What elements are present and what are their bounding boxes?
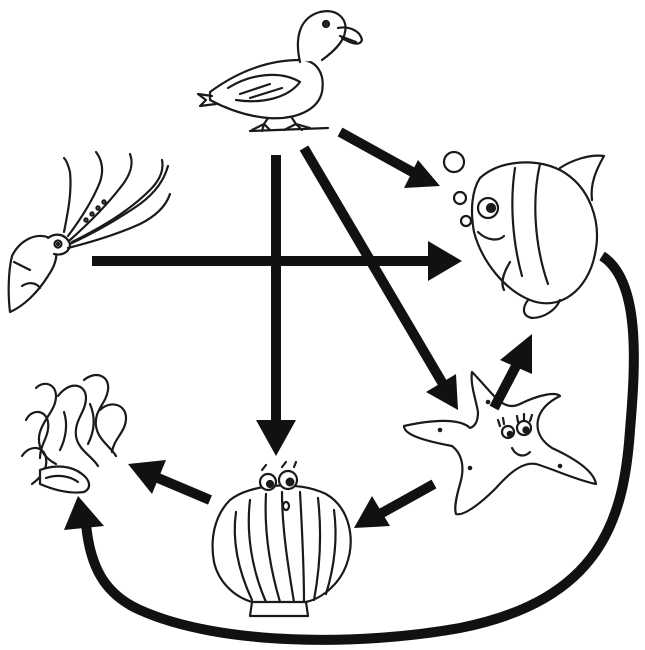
scallop-icon <box>213 462 351 616</box>
seaweed-icon <box>22 375 126 492</box>
arrow-seagull-to-fish <box>340 132 440 188</box>
arrow-seagull-to-scallop <box>256 155 296 456</box>
arrow-scallop-to-seaweed <box>128 460 210 500</box>
seagull-icon <box>198 11 362 131</box>
fish-icon <box>444 152 604 318</box>
arrow-starfish-to-scallop <box>354 484 434 528</box>
arrow-starfish-to-fish <box>494 334 532 408</box>
squid-icon <box>9 152 170 312</box>
arrow-seagull-to-starfish <box>304 148 458 410</box>
